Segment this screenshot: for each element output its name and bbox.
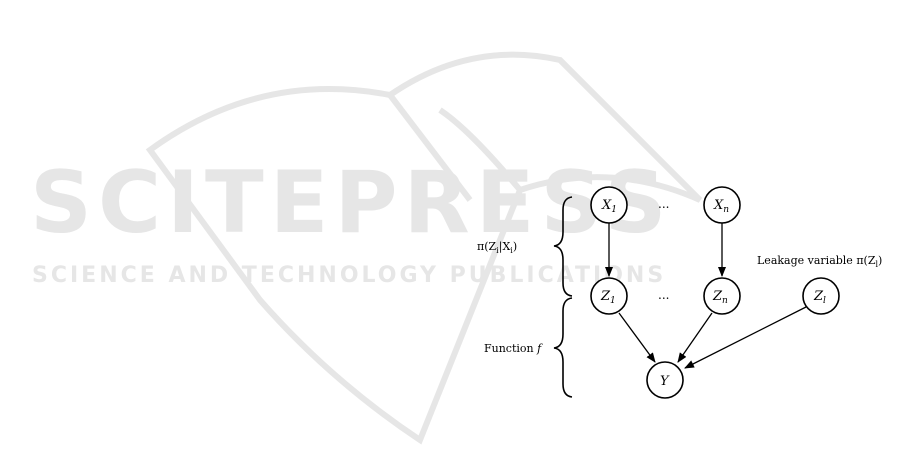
annotation-function: Function f bbox=[484, 342, 543, 355]
node-x1: X1 bbox=[591, 187, 627, 223]
edge-zn-y bbox=[678, 313, 712, 362]
node-zl: Zl bbox=[803, 278, 839, 314]
node-xn: Xn bbox=[704, 187, 740, 223]
edge-z1-y bbox=[619, 313, 655, 362]
brace-conditional bbox=[554, 197, 572, 296]
ellipsis-middle: ... bbox=[658, 288, 669, 302]
node-zn: Zn bbox=[704, 278, 740, 314]
brace-function bbox=[554, 298, 572, 397]
edge-zl-y bbox=[685, 307, 806, 368]
svg-text:Y: Y bbox=[660, 374, 670, 389]
node-z1: Z1 bbox=[591, 278, 627, 314]
annotation-conditional-probability: π(Zi|Xi) bbox=[477, 240, 517, 255]
node-y: Y bbox=[647, 362, 683, 398]
ellipsis-top: ... bbox=[658, 197, 669, 211]
annotation-leakage-variable: Leakage variable π(Zl) bbox=[757, 254, 882, 269]
